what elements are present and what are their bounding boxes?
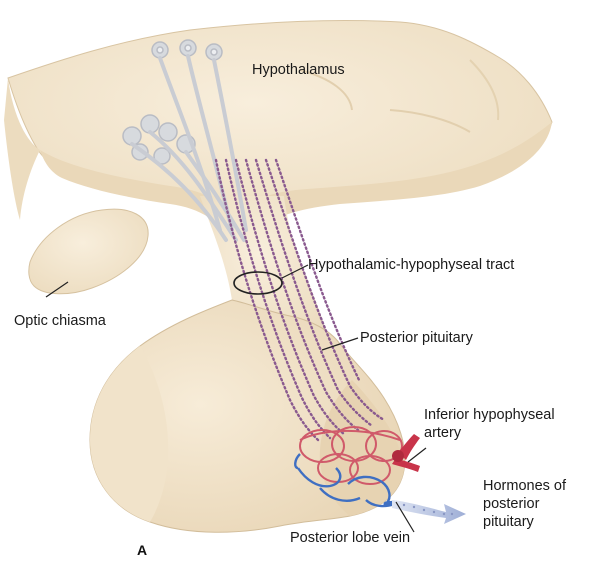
label-optic-chiasma: Optic chiasma bbox=[14, 313, 106, 330]
label-posterior-pituitary: Posterior pituitary bbox=[360, 330, 473, 347]
hormone-release-arrow bbox=[392, 500, 466, 524]
label-posterior-lobe-vein: Posterior lobe vein bbox=[290, 530, 410, 547]
label-inferior-artery-1: Inferior hypophyseal bbox=[424, 407, 555, 424]
label-hormones-3: pituitary bbox=[483, 514, 534, 531]
label-hormones-1: Hormones of bbox=[483, 478, 566, 495]
posterior-pituitary-lobe bbox=[90, 300, 405, 532]
label-hormones-2: posterior bbox=[483, 496, 539, 513]
optic-chiasma-shape bbox=[29, 209, 148, 294]
label-inferior-artery-2: artery bbox=[424, 425, 461, 442]
panel-letter: A bbox=[137, 542, 147, 558]
label-hypothalamus: Hypothalamus bbox=[252, 62, 345, 79]
label-tract: Hypothalamic-hypophyseal tract bbox=[308, 257, 514, 274]
